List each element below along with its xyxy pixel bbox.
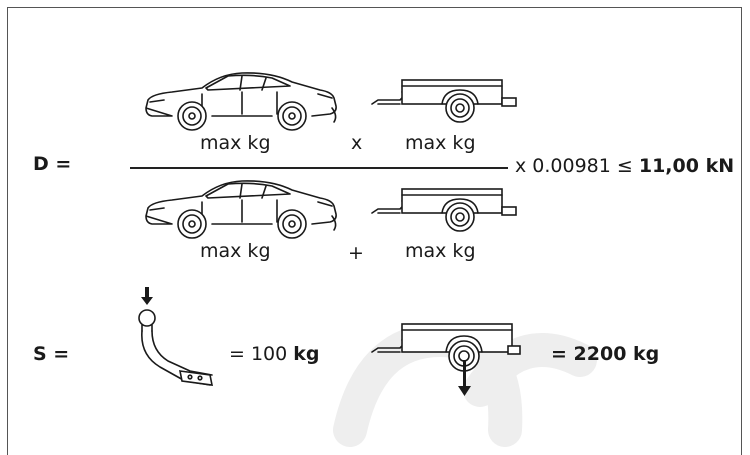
trailer-value: = 2200 kg: [551, 343, 660, 365]
trailer-icon: [371, 188, 517, 232]
denominator-trailer-label: max kg: [405, 240, 476, 262]
formula-d-label: D =: [33, 153, 72, 175]
down-arrow-icon: [141, 287, 153, 305]
towbar-value: = 100 kg: [229, 345, 320, 364]
diagram-frame: [7, 7, 742, 455]
fraction-line: [130, 167, 508, 169]
trailer-icon: [371, 323, 521, 396]
formula-s-label: S =: [33, 343, 70, 365]
tow-value-text: = 100: [229, 343, 294, 365]
down-arrow-icon: [458, 360, 471, 396]
tow-unit: kg: [293, 343, 320, 365]
car-coupe-icon: [145, 72, 337, 131]
numerator-car-label: max kg: [200, 132, 271, 154]
car-coupe-icon: [145, 180, 337, 239]
result-value: 11,00 kN: [638, 155, 735, 177]
trailer-icon: [371, 79, 517, 123]
denominator-car-label: max kg: [200, 240, 271, 262]
numerator-trailer-label: max kg: [405, 132, 476, 154]
numerator-operator: x: [351, 132, 363, 154]
denominator-operator: +: [348, 242, 364, 264]
factor-text: x 0.00981 ≤: [515, 155, 639, 177]
towbar-icon: [138, 287, 214, 386]
formula-d-factor: x 0.00981 ≤ 11,00 kN: [515, 157, 734, 176]
